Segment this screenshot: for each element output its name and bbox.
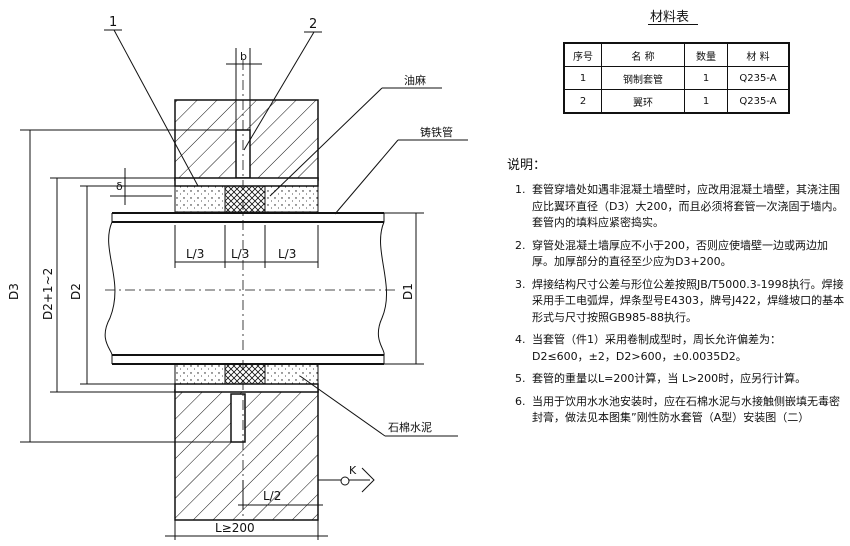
cast-iron-pipe-label: 铸铁管 [420,125,453,139]
d3-label: D3 [7,283,21,300]
note-text: 套管的重量以L=200计算，当 L>200时，应另行计算。 [532,372,807,385]
materials-table: 序号 名 称 数量 材 料 1 钢制套管 1 Q235-A 2 翼环 1 Q23… [563,42,790,114]
d1-label: D1 [401,283,415,300]
packing-upper [174,185,319,213]
list-item: 5. 套管的重量以L=200计算，当 L>200时，应另行计算。 [515,371,845,388]
table-cell: Q235-A [727,66,790,90]
table-cell: Q235-A [727,89,790,114]
header-material: 材 料 [727,42,790,67]
table-row: 1 钢制套管 1 Q235-A [563,66,790,90]
wing-ring-lower [230,393,246,443]
packing-lower [174,363,319,385]
third-left-label: L/3 [186,247,204,261]
thirds-dimension: L/3 L/3 L/3 [174,225,319,268]
list-item: 4. 当套管（件1）采用卷制成型时，周长允许偏差为：D2≤600，±2，D2>60… [515,332,845,365]
table-cell: 翼环 [601,89,685,114]
d1-dimension: D1 [318,212,424,365]
d2-tolerance-dimension: D2+1~2 [41,177,175,393]
list-item: 2. 穿管处混凝土墙厚应不小于200，否则应使墙壁一边或两边加厚。加厚部分的直径至… [515,238,845,271]
table-cell: 1 [684,89,728,114]
note-number: 3. [515,277,526,291]
table-cell: 1 [684,66,728,90]
third-right-label: L/3 [278,247,296,261]
half-label: L/2 [263,489,281,503]
note-number: 4. [515,333,526,346]
callout-part-1: 1 [104,15,199,187]
callout-2-text: 2 [309,17,317,32]
d2-tolerance-label: D2+1~2 [41,268,55,320]
k-label: K [349,464,357,477]
header-quantity: 数量 [684,42,728,67]
table-cell: 1 [563,66,602,90]
header-index: 序号 [563,42,602,67]
oakum-label: 油麻 [404,73,426,87]
note-text: 穿管处混凝土墙厚应不小于200，否则应使墙壁一边或两边加厚。加厚部分的直径至少应… [532,238,828,269]
note-text: 套管穿墙处如遇非混凝土墙壁时，应改用混凝土墙壁，其浇注围应比翼环直径（D3）大2… [532,183,844,229]
d2-label: D2 [69,283,83,300]
list-item: 6. 当用于饮用水水池安装时，应在石棉水泥与水接触侧嵌填无毒密封膏，做法见本图集”… [515,394,845,427]
note-text: 焊接结构尺寸公差与形位公差按照JB/T5000.3-1998执行。焊接采用手工电… [532,277,845,324]
notes-list: 1. 套管穿墙处如遇非混凝土墙壁时，应改用混凝土墙壁，其浇注围应比翼环直径（D3）… [515,182,845,433]
note-number: 1. [515,183,526,196]
half-dimension: L/2 [238,480,323,510]
third-mid-label: L/3 [231,247,249,261]
b-label: b [240,50,247,63]
steel-sleeve-upper [174,177,319,187]
notes-title: 说明： [507,158,547,173]
b-dimension: b [226,48,262,130]
asbestos-cement-label: 石棉水泥 [388,420,432,434]
cast-iron-pipe [104,212,395,365]
note-text: 当用于饮用水水池安装时，应在石棉水泥与水接触侧嵌填无毒密封膏，做法见本图集”刚性… [532,394,840,425]
note-number: 5. [515,372,526,385]
list-item: 1. 套管穿墙处如遇非混凝土墙壁时，应改用混凝土墙壁，其浇注围应比翼环直径（D3）… [515,182,845,232]
length-label: L≥200 [215,521,255,535]
table-cell: 钢制套管 [601,66,685,90]
asbestos-cement-leader: 石棉水泥 [299,375,458,437]
list-item: 3. 焊接结构尺寸公差与形位公差按照JB/T5000.3-1998执行。焊接采用手… [515,277,845,327]
header-name: 名 称 [601,42,685,67]
cast-iron-pipe-leader: 铸铁管 [334,125,468,215]
note-number: 2. [515,238,526,252]
d3-dimension: D3 [7,129,236,443]
table-row: 2 翼环 1 Q235-A [563,89,790,114]
materials-title: 材料表 [650,10,690,25]
note-text: 当套管（件1）采用卷制成型时，周长允许偏差为：D2≤600，±2，D2>600，… [532,333,781,363]
d2-dimension: D2 [69,185,175,385]
callout-part-2: 2 [243,17,322,151]
materials-title-underline [648,24,698,25]
steel-sleeve-lower [174,383,319,393]
oakum-leader: 油麻 [269,73,442,197]
length-dimension: L≥200 [165,515,328,540]
materials-header-row: 序号 名 称 数量 材 料 [563,42,790,67]
table-cell: 2 [563,89,602,114]
callout-1-text: 1 [109,15,117,30]
concrete-wall-lower [174,389,319,521]
note-number: 6. [515,394,526,408]
k-section-marker: K [318,464,375,493]
